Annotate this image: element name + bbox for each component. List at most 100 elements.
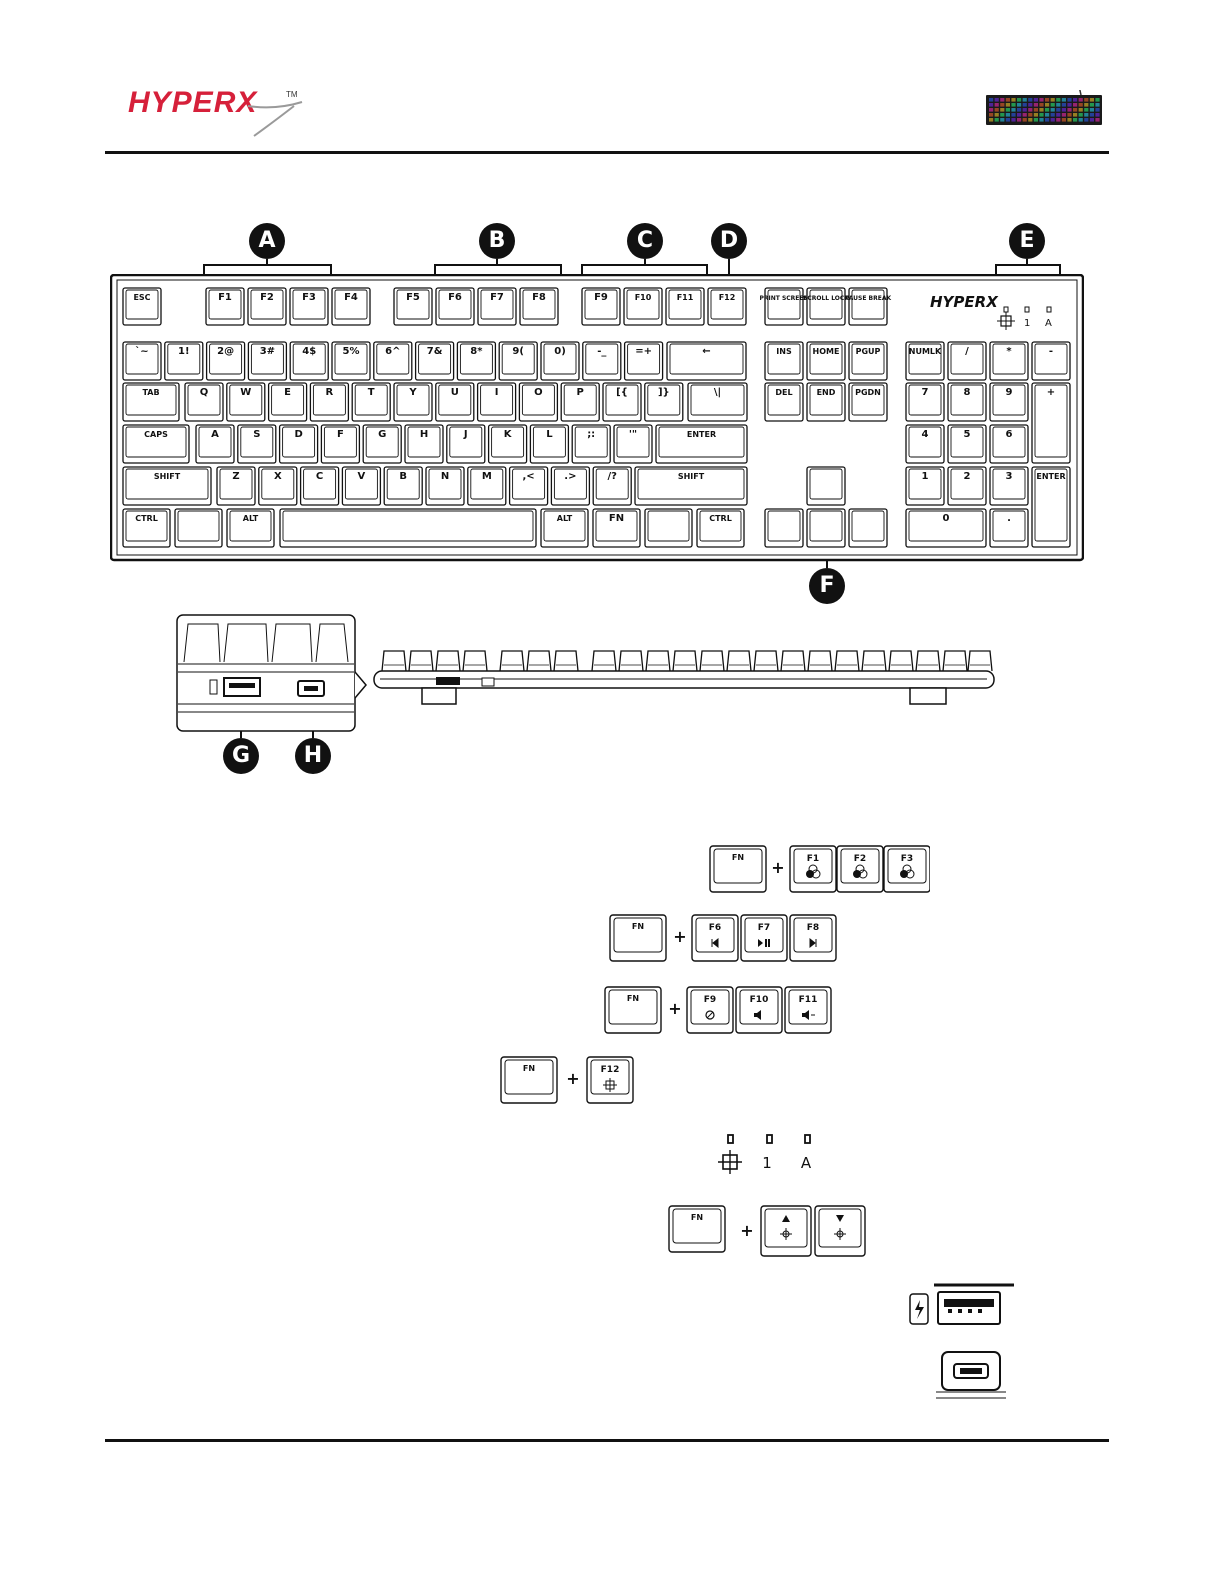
led-caps-lock — [1046, 306, 1052, 313]
indicator-num: 1 — [1024, 318, 1030, 329]
function-key: F2 — [836, 845, 884, 893]
brightness-down-key — [814, 1205, 866, 1257]
key-label: ALT — [557, 514, 573, 523]
fn-key: FN — [668, 1205, 726, 1253]
key-i: I — [476, 382, 517, 422]
key-2: 2 — [947, 466, 987, 506]
key-label: CTRL — [135, 514, 158, 523]
logo-x-swoosh — [247, 101, 303, 137]
key-u: U — [435, 382, 475, 422]
key-x: X — [258, 466, 298, 506]
function-key-label: F1 — [807, 854, 819, 864]
key-w: W — [226, 382, 266, 422]
key-1: 1 — [905, 466, 945, 506]
key-v: V — [341, 466, 382, 506]
key-label: 3 — [1006, 471, 1013, 482]
key-7: 7& — [414, 341, 455, 381]
key-4: 4$ — [289, 341, 329, 381]
key-label: NUMLK — [909, 347, 942, 356]
key-c: C — [299, 466, 340, 506]
key-label: 9( — [512, 346, 524, 357]
function-key: F9 — [686, 986, 734, 1034]
key-label: ENTER — [687, 430, 716, 439]
key-label: R — [326, 387, 334, 398]
key-f8: F8 — [519, 287, 559, 326]
function-key: F11 — [784, 986, 832, 1034]
plus-sign: + — [566, 1069, 579, 1088]
key-o: O — [518, 382, 559, 422]
key-label: [{ — [616, 387, 628, 398]
key-f: F — [320, 424, 361, 464]
function-key-label: F6 — [709, 923, 721, 933]
key-enter: ENTER — [655, 424, 748, 464]
key-sym: -_ — [582, 341, 622, 381]
key-label: 1! — [178, 346, 190, 357]
function-key-label: F10 — [750, 995, 769, 1005]
game-mode-icon — [997, 312, 1015, 330]
brightness-icon — [780, 1228, 792, 1240]
key-label: CAPS — [144, 430, 168, 439]
key-label: O — [534, 387, 543, 398]
brightness-icon — [834, 1228, 846, 1240]
hyperx-logo: HYPERX TM — [128, 82, 303, 142]
key-ctrl: CTRL — [696, 508, 745, 548]
key-end: END — [806, 382, 846, 422]
callout-f: F — [809, 568, 845, 604]
key-label: Q — [200, 387, 209, 398]
side-port-detail — [176, 614, 367, 732]
key-f9: F9 — [581, 287, 621, 326]
key-9: 9( — [498, 341, 538, 381]
key-label: K — [504, 429, 513, 440]
key-label: CTRL — [709, 514, 732, 523]
key-label: B — [399, 471, 407, 482]
key-label: =+ — [635, 346, 652, 357]
key-fn: FN — [592, 508, 641, 548]
key-label: M — [482, 471, 492, 482]
header-rule — [105, 151, 1109, 154]
key-label: ;: — [587, 429, 595, 440]
brightness-up-key — [760, 1205, 812, 1257]
key-sym: ;: — [571, 424, 611, 464]
key-label: PGUP — [856, 347, 881, 356]
key-l: L — [529, 424, 570, 464]
key-sym: + — [1031, 382, 1071, 464]
fn-key-label: FN — [523, 1064, 535, 1073]
key-9: 9 — [989, 382, 1029, 422]
key-label: 7& — [427, 346, 443, 357]
next-track-icon — [809, 937, 817, 949]
key-f10: F10 — [623, 287, 663, 326]
key-0: 0) — [540, 341, 580, 381]
key-label: ESC — [133, 293, 150, 302]
down-arrow-icon — [836, 1215, 844, 1222]
key-label: F5 — [406, 292, 420, 303]
key-label: PRINT SCREEN — [759, 295, 808, 302]
key-label: PAUSE BREAK — [845, 295, 892, 302]
key-label: F2 — [260, 292, 274, 303]
key-s: S — [237, 424, 277, 464]
key-label: -_ — [597, 346, 606, 357]
key-1: 1! — [164, 341, 204, 381]
key-sym: ← — [666, 341, 747, 381]
callout-b: B — [479, 223, 515, 259]
key-6: 6 — [989, 424, 1029, 464]
key-alt: ALT — [540, 508, 589, 548]
num-lock-label: 1 — [762, 1154, 772, 1172]
key-shift: SHIFT — [122, 466, 212, 506]
callout-e: E — [1009, 223, 1045, 259]
combo-brightness: FN+ — [668, 1205, 866, 1257]
key-label: END — [817, 388, 836, 397]
fn-key: FN — [709, 845, 767, 893]
callout-d: D — [711, 223, 747, 259]
key-enter: ENTER — [1031, 466, 1071, 548]
key-label: F11 — [677, 293, 694, 302]
key-label: J — [463, 429, 468, 440]
key-label: . — [1007, 513, 1011, 524]
key-label: 9 — [1006, 387, 1013, 398]
key-label: 8 — [964, 387, 971, 398]
key-label: F1 — [218, 292, 232, 303]
game-mode-icon — [603, 1078, 617, 1092]
key-label: ← — [702, 346, 710, 357]
